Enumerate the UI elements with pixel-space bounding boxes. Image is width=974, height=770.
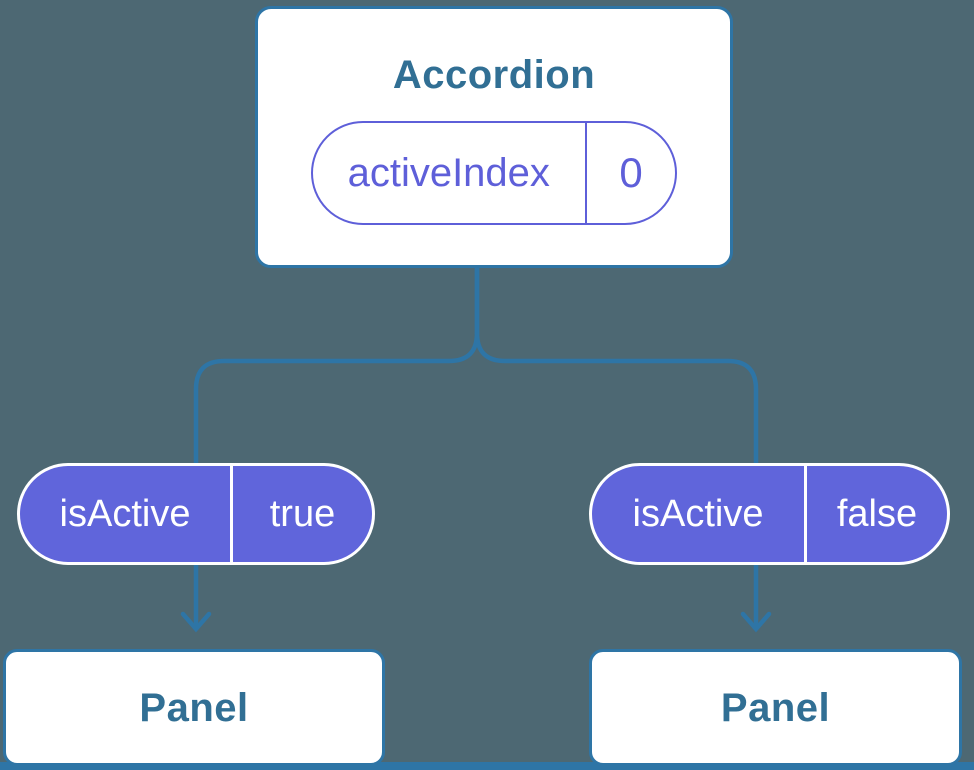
pill-divider (230, 466, 233, 562)
state-pill: activeIndex 0 (311, 121, 677, 225)
prop-value: true (269, 492, 336, 535)
component-title: Accordion (392, 53, 596, 97)
pill-divider (584, 123, 587, 223)
component-title: Panel (139, 685, 249, 730)
pill-divider (804, 466, 807, 562)
component-title: Panel (720, 685, 831, 730)
prop-name: isActive (632, 492, 764, 535)
accordion-component-card: Accordion activeIndex 0 (255, 6, 733, 268)
arrow-down-icon (740, 611, 772, 633)
state-value: 0 (619, 149, 643, 196)
prop-pill-isactive-false: isActive false (589, 463, 950, 565)
connector-branch-right (474, 266, 759, 627)
state-name: activeIndex (347, 150, 550, 195)
panel-component-card-left: Panel (3, 649, 385, 766)
prop-name: isActive (59, 492, 191, 535)
connector-branch-left (193, 266, 480, 627)
arrow-down-icon (180, 611, 212, 633)
prop-pill-isactive-true: isActive true (17, 463, 375, 565)
prop-value: false (836, 492, 918, 535)
panel-component-card-right: Panel (589, 649, 962, 766)
baseline-bar (0, 762, 974, 770)
